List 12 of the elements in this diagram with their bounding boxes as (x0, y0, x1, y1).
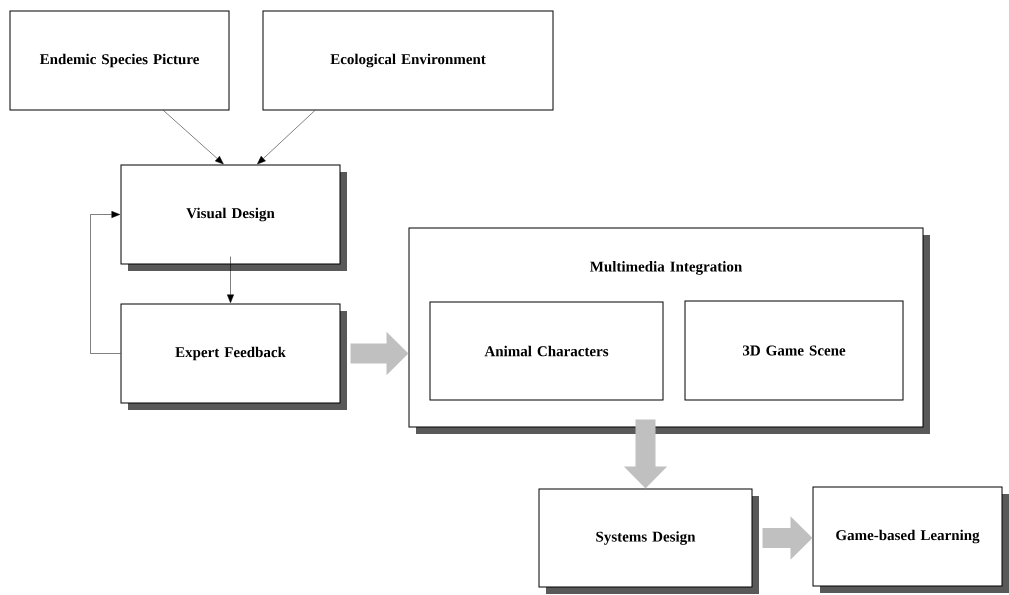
process-box: Ecological Environment (262, 10, 554, 111)
arrow (227, 256, 234, 304)
arrow (257, 110, 316, 165)
process-box: Animal Characters (429, 301, 664, 401)
process-box: 3D Game Scene (684, 300, 904, 401)
process-box: Systems Design (538, 488, 759, 594)
arrow (90, 211, 121, 354)
process-box: Game-based Learning (812, 486, 1009, 593)
arrow (163, 110, 224, 165)
process-box: Visual Design (120, 164, 347, 271)
process-box: Endemic Species Picture (9, 10, 230, 111)
process-box: Expert Feedback (120, 303, 347, 410)
